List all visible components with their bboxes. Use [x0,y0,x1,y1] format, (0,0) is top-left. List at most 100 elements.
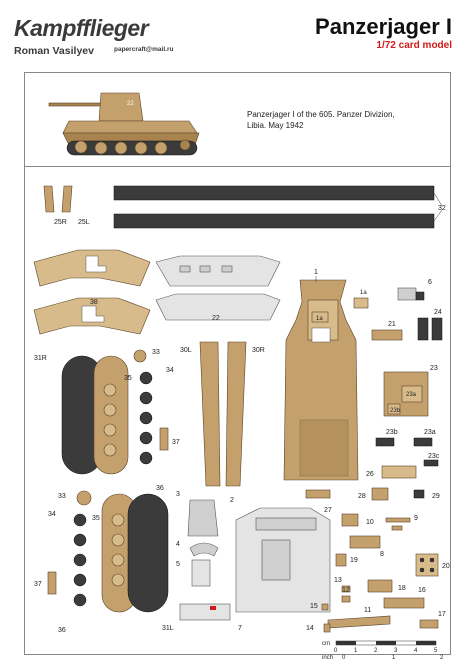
part-2: 2 [230,497,331,613]
ruler-cm-1: 1 [354,648,358,654]
part-1-hull: 1a 1 [283,269,359,481]
road-wheel-icon [134,141,148,155]
part-24: 24 [417,309,443,341]
part-9-10: 10 9 [341,513,418,531]
ruler-inch-unit: inch [322,655,333,660]
track-strip-lower [113,213,435,229]
label-14: 14 [306,625,314,632]
part-17-shape [419,619,439,629]
part-3-4-5: 3 4 5 [176,491,219,587]
label-4: 4 [176,541,180,548]
label-12: 12 [342,587,350,594]
caption-line-2: Libia. May 1942 [247,121,304,130]
part-24-shape-a [417,317,429,341]
label-27: 27 [324,507,332,514]
label-30l: 30L [180,347,192,354]
part-6-shape [397,287,417,301]
part-8-shape [349,535,381,549]
label-7: 7 [238,625,242,632]
label-36: 36 [156,485,164,492]
part-23: 23a 23b 23 [383,365,438,417]
label-23: 23 [430,365,438,372]
road-wheel-icon [154,141,168,155]
label-18: 18 [398,585,406,592]
part-22: 22 [155,255,281,322]
part-11-17: 11 15 14 17 [306,603,446,633]
author-email: papercraft@mail.ru [114,46,174,53]
label-1a-inner: 1a [316,316,323,322]
part-7: 7 [179,603,242,632]
label-1: 1 [314,269,318,276]
label-9: 9 [414,515,418,522]
part-12-shape [341,595,351,603]
label-8: 8 [380,551,384,558]
part-14-shape [323,623,331,633]
part-16-shape [383,597,425,609]
part-12-18: 13 12 18 16 [334,577,426,609]
part-13-shape [341,585,351,593]
part-30r-shape [225,341,247,487]
part-25: 25R 25L [43,185,90,226]
track-31l-b [127,493,169,613]
label-33: 33 [152,349,160,356]
label-17: 17 [438,611,446,618]
idler-wheel-icon [179,139,191,151]
ruler-inch-0: 0 [342,655,346,660]
label-23c: 23c [428,453,440,460]
part-3-shape [187,499,219,537]
part-21: 21 [371,321,403,341]
info-panel: 22 Panzerjager I of the 605. Panzer Divi… [24,72,451,167]
label-23b: 23b [386,429,398,436]
label-37b: 37 [34,581,42,588]
part-4-shape [189,542,219,557]
part-24-shape-b [431,317,443,341]
part-30: 30L 30R [180,341,265,487]
tank-side-view: 22 [48,92,200,156]
label-20: 20 [442,563,450,570]
part-26-shape [381,465,417,479]
label-6: 6 [428,279,432,286]
part-9-shape [385,517,411,523]
label-29: 29 [432,493,440,500]
part-37-shape [159,427,169,451]
label-23b-inner: 23b [390,408,401,414]
label-26: 26 [366,471,374,478]
part-29-shape [413,489,425,499]
caption-line-1: Panzerjager I of the 605. Panzer Divizio… [247,110,395,119]
label-34b: 34 [48,511,56,518]
label-34: 34 [166,367,174,374]
wheel-33b [76,490,92,506]
label-23a: 23a [424,429,436,436]
part-37b-shape [47,571,57,595]
part-1a-shape [353,297,369,309]
label-37: 37 [172,439,180,446]
label-38: 38 [90,299,98,306]
label-25r: 25R [54,219,67,226]
label-35b: 35 [92,515,100,522]
author-name: Roman Vasilyev [14,45,94,57]
fender-22-lower [155,293,281,321]
brand-block: Kampfflieger Roman Vasilyev papercraft@m… [8,14,173,64]
brand-logo: Kampfflieger [14,15,149,41]
road-wheel-icon [114,141,128,155]
part-27-shape [305,489,331,499]
part-27: 27 [305,489,332,514]
part-31l: 33 34 35 37 36 31L [34,490,174,634]
part-18-shape [367,579,393,593]
model-caption: Panzerjager I of the 605. Panzer Divizio… [247,109,437,131]
label-35: 35 [124,375,132,382]
ruler-cm-0: 0 [334,648,338,654]
part-38: 38 [33,297,151,335]
parts-panel [24,167,451,655]
part-1a: 1a [353,290,369,309]
label-25l: 25L [78,219,90,226]
part-fender-upper [33,249,151,287]
label-28: 28 [358,493,366,500]
label-24: 24 [434,309,442,316]
label-15: 15 [310,603,318,610]
model-scale: 1/72 card model [376,40,452,51]
part-28-29: 28 29 [358,487,440,501]
part-11-shape [327,615,391,629]
